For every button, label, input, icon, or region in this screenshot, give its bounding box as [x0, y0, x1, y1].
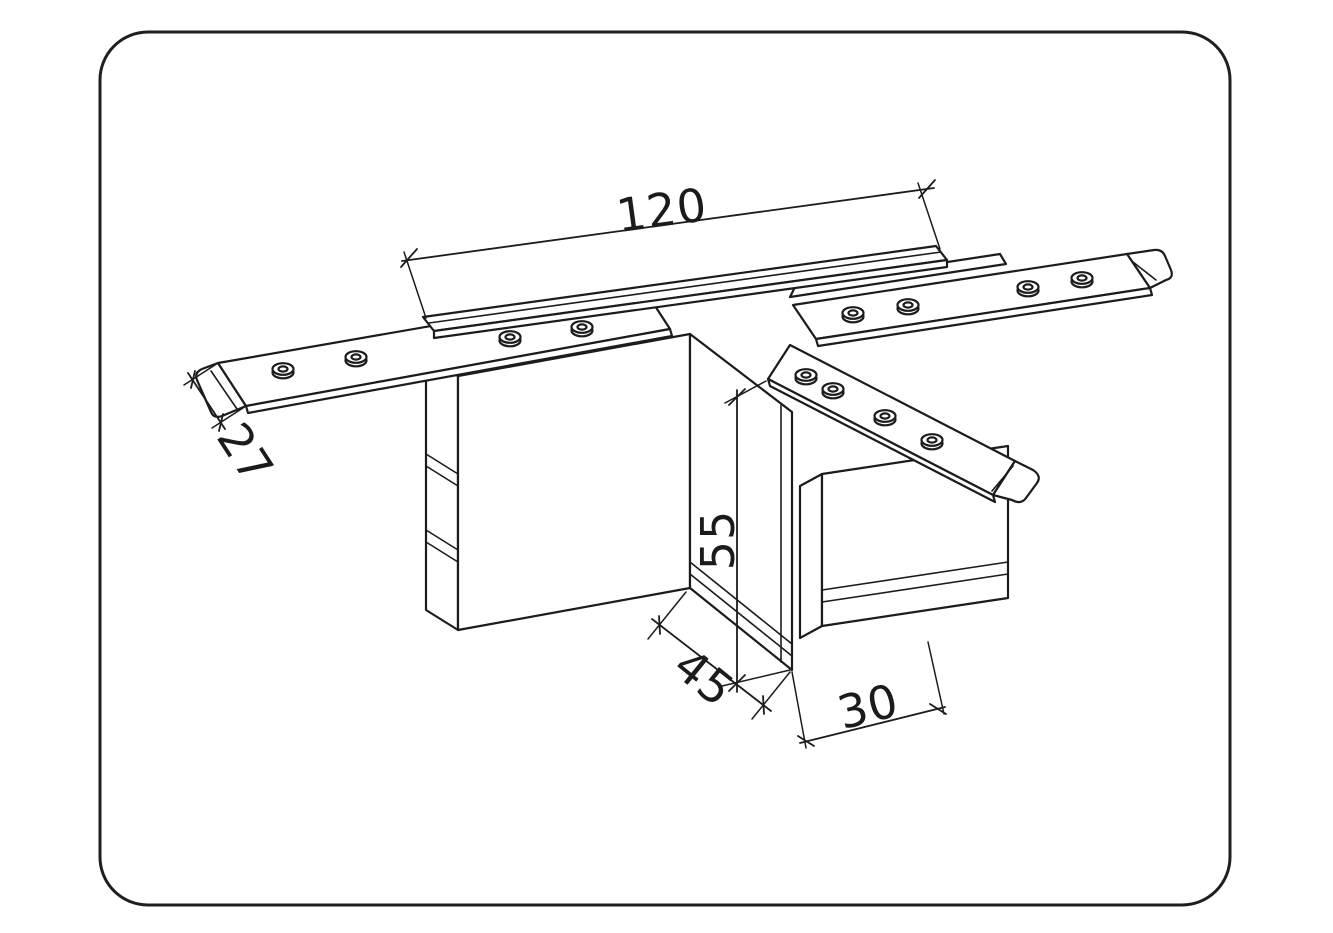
screw-hole — [873, 409, 897, 427]
dimension-55: 55 — [691, 380, 791, 693]
screw-hole — [498, 330, 522, 348]
dimension-45-label: 45 — [664, 638, 745, 718]
screw-hole — [1070, 271, 1094, 289]
screw-hole — [821, 382, 845, 400]
left-track-channel-end — [424, 354, 460, 632]
dimension-30: 30 — [791, 641, 947, 749]
screw-hole — [570, 320, 594, 338]
rounded-border-frame — [98, 30, 1232, 907]
dimension-55-label: 55 — [691, 510, 745, 571]
screw-hole — [794, 368, 818, 386]
dimension-30-label: 30 — [832, 673, 904, 740]
screw-hole — [896, 298, 920, 316]
center-connector-strip — [421, 244, 949, 340]
right-track-channel — [798, 444, 1010, 640]
dimension-120: 120 — [400, 177, 941, 319]
screw-hole — [344, 350, 368, 368]
screw-hole — [920, 433, 944, 451]
left-track-channel — [456, 332, 692, 632]
right-mounting-plate — [791, 248, 1173, 348]
screw-hole — [271, 362, 295, 380]
dimension-27-label: 27 — [206, 413, 284, 493]
screw-hole — [841, 306, 865, 324]
dimension-120-label: 120 — [613, 177, 710, 243]
stem-mounting-plate — [766, 343, 1040, 504]
screw-hole — [1016, 280, 1040, 298]
